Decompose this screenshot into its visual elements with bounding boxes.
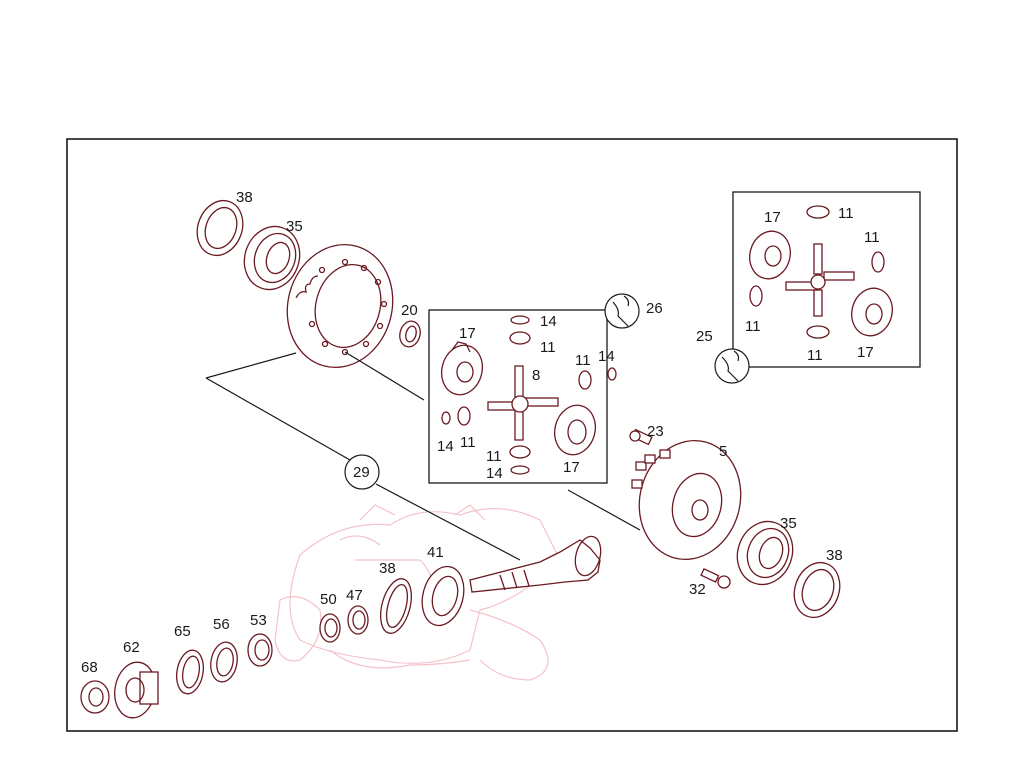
- diff-gear-set-box-center: [428, 309, 608, 484]
- callout-14: 14: [540, 313, 557, 330]
- callout-56: 56: [213, 616, 230, 633]
- diff-gear-set-box-right: [732, 191, 921, 368]
- side-gear-17-right[interactable]: [549, 401, 601, 460]
- callout-circle-29: [344, 454, 380, 490]
- side-gear-17-upper-right[interactable]: [744, 227, 795, 284]
- spacer-47[interactable]: [347, 605, 369, 635]
- axle-housing-ghost: [274, 504, 561, 681]
- callout-23: 23: [647, 423, 664, 440]
- callout-14: 14: [437, 438, 454, 455]
- callout-41: 41: [427, 544, 444, 561]
- side-gear-17-left[interactable]: [436, 341, 488, 400]
- callout-11: 11: [807, 347, 823, 364]
- callout-38: 38: [826, 547, 843, 564]
- callout-5: 5: [719, 443, 727, 460]
- callout-11: 11: [540, 339, 556, 356]
- callout-17: 17: [764, 209, 781, 226]
- callout-17: 17: [857, 344, 874, 361]
- callout-8: 8: [532, 367, 540, 384]
- pinion-gears-center[interactable]: [441, 315, 617, 475]
- callout-47: 47: [346, 587, 363, 604]
- bearing-35-right[interactable]: [729, 514, 802, 593]
- callout-50: 50: [320, 591, 337, 608]
- callout-labels: 38 35 20 14 11 17 8 11 14 14 11 11 14 17…: [81, 189, 880, 676]
- seal-ring-38-right[interactable]: [787, 556, 847, 624]
- callout-11: 11: [486, 448, 502, 465]
- callout-26: 26: [646, 300, 663, 317]
- callout-62: 62: [123, 639, 140, 656]
- wrench-icon: [604, 293, 640, 329]
- callout-38: 38: [236, 189, 253, 206]
- wrench-icon: [714, 348, 750, 384]
- ring-gear-flange[interactable]: [274, 233, 407, 380]
- leader-lines: [205, 351, 641, 561]
- spider-cross-right[interactable]: [785, 243, 855, 317]
- callout-17: 17: [459, 325, 476, 342]
- seal-56[interactable]: [208, 640, 241, 684]
- callout-32: 32: [689, 581, 706, 598]
- callout-11: 11: [575, 352, 591, 369]
- seal-ring-38-top[interactable]: [190, 194, 250, 262]
- callout-20: 20: [401, 302, 418, 319]
- pinion-gears-right[interactable]: [749, 205, 885, 339]
- callout-17: 17: [563, 459, 580, 476]
- shim-50[interactable]: [319, 613, 341, 643]
- side-gear-17-lower-right[interactable]: [846, 284, 897, 341]
- bearing-35-top[interactable]: [236, 219, 309, 298]
- callout-11: 11: [838, 205, 854, 222]
- ring-38-lower[interactable]: [375, 575, 417, 636]
- callout-14: 14: [598, 348, 615, 365]
- nut-68[interactable]: [80, 680, 110, 714]
- collar-65[interactable]: [173, 648, 206, 696]
- flange-62[interactable]: [110, 659, 159, 721]
- callout-35: 35: [286, 218, 303, 235]
- callout-53: 53: [250, 612, 267, 629]
- bearing-41[interactable]: [416, 562, 470, 630]
- callout-11: 11: [745, 318, 761, 335]
- callout-38: 38: [379, 560, 396, 577]
- bolt-23[interactable]: [629, 428, 653, 446]
- callout-35: 35: [780, 515, 797, 532]
- callout-68: 68: [81, 659, 98, 676]
- bolt-32[interactable]: [700, 568, 731, 589]
- washer-20[interactable]: [397, 319, 423, 349]
- callout-11: 11: [864, 229, 880, 246]
- pinion-shaft-29[interactable]: [469, 534, 605, 593]
- spider-cross-8[interactable]: [487, 365, 559, 441]
- diagram-frame: [66, 138, 958, 732]
- callout-65: 65: [174, 623, 191, 640]
- callout-11: 11: [460, 434, 476, 451]
- callout-25: 25: [696, 328, 713, 345]
- callout-14: 14: [486, 465, 503, 482]
- differential-case-5[interactable]: [626, 429, 754, 571]
- bearing-53[interactable]: [247, 633, 273, 667]
- callout-29: 29: [353, 464, 370, 481]
